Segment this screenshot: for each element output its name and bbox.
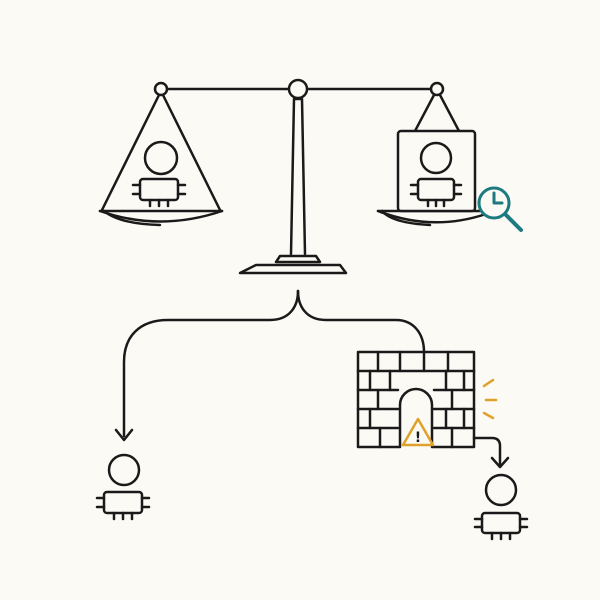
exit-path xyxy=(472,436,502,466)
left-pan xyxy=(98,93,224,227)
scale-base xyxy=(274,254,322,264)
scale-beam-right-knob xyxy=(429,81,445,97)
warning-triangle-icon xyxy=(401,417,435,447)
warning-rays xyxy=(482,378,498,420)
warning-symbol: ! xyxy=(415,430,421,446)
right-person-chip-icon xyxy=(473,473,529,541)
left-pan-person-chip-icon xyxy=(131,140,187,208)
curly-brace-icon xyxy=(114,289,426,442)
scale-pivot xyxy=(287,78,309,100)
framed-person-chip-icon xyxy=(396,129,477,213)
scale-base-plate xyxy=(238,263,348,275)
left-arrow-head xyxy=(114,428,134,442)
brick-arch-gate-icon xyxy=(356,350,510,469)
scale-post xyxy=(289,97,307,256)
magnifier-clock-icon xyxy=(477,186,523,232)
left-person-chip-icon xyxy=(95,453,151,521)
right-arrow-head xyxy=(490,456,510,469)
scale-beam-left-knob xyxy=(153,81,169,97)
